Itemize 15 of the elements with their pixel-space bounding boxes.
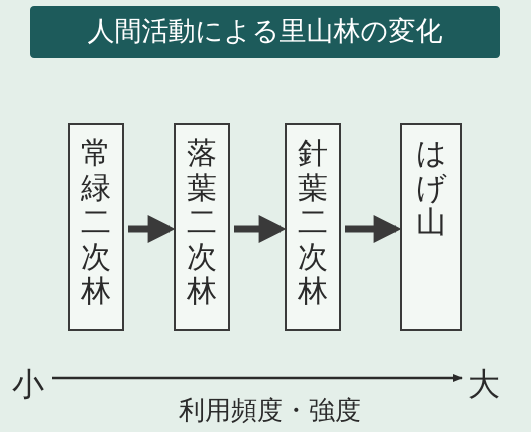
axis-label: 小 (12, 364, 44, 405)
vertical-label: 落葉二次林 (187, 137, 217, 310)
axis-label: 大 (468, 364, 500, 405)
vertical-label: 常緑二次林 (81, 137, 111, 310)
forest-box (174, 123, 230, 331)
title: 人間活動による里山林の変化 (88, 14, 442, 49)
axis-label: 利用頻度・強度 (178, 395, 362, 428)
vertical-label: はげ山 (416, 137, 446, 240)
arrow (234, 215, 287, 243)
forest-box (400, 123, 462, 331)
forest-box (285, 123, 341, 331)
arrow (128, 215, 176, 243)
vertical-label: 針葉二次林 (298, 137, 328, 310)
arrow (345, 215, 402, 243)
forest-box (68, 123, 124, 331)
